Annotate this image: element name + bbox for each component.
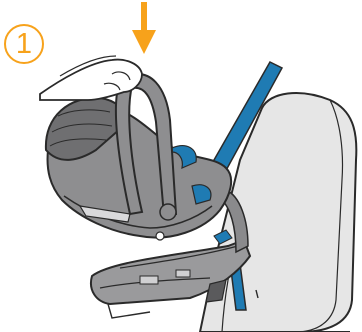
vehicle-seat — [200, 93, 356, 332]
down-arrow-icon — [132, 2, 156, 54]
infant-car-seat — [46, 98, 231, 240]
